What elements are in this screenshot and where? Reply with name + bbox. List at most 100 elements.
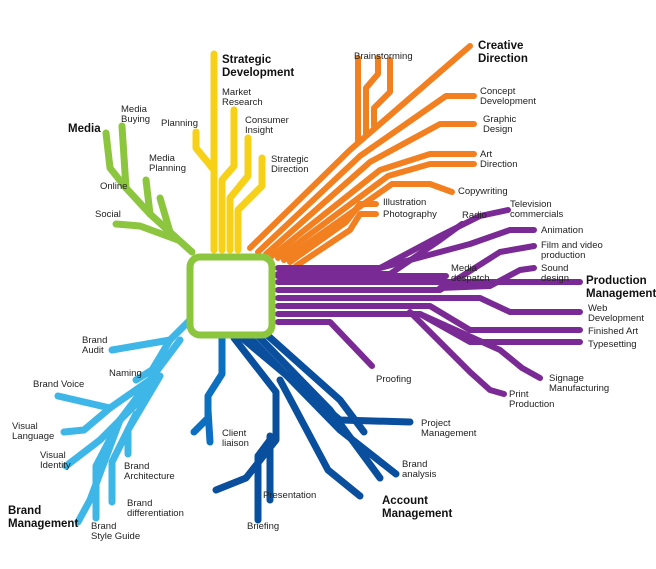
- account-brandan-line: [246, 334, 400, 478]
- label-architecture-1: Brand: [124, 461, 149, 472]
- creative-art-line: [269, 151, 477, 259]
- label-graphic-1: Graphic: [483, 114, 517, 125]
- label-print-1: Print: [509, 389, 529, 400]
- creative-brainstorm-b: [363, 55, 381, 137]
- heading-production-1: Production: [586, 275, 647, 287]
- label-tv-2: commercials: [510, 209, 564, 220]
- brand-trunk-line: [74, 336, 184, 526]
- heading-strategic-1: Strategic: [222, 54, 272, 66]
- label-market-1: Market: [222, 87, 251, 98]
- label-visual-id-2: Identity: [40, 460, 71, 471]
- label-visual-id-1: Visual: [40, 450, 66, 461]
- label-briefing: Briefing: [247, 521, 279, 532]
- heading-strategic-2: Development: [222, 67, 294, 79]
- label-media-planning-2: Planning: [149, 163, 186, 174]
- media-online-line: [156, 194, 174, 236]
- account-mgmt-line: [254, 332, 384, 482]
- label-concept-2: Development: [480, 96, 536, 107]
- label-client-1: Client: [222, 428, 247, 439]
- label-graphic-2: Design: [483, 124, 513, 135]
- label-project-2: Management: [421, 428, 477, 439]
- creative-brainstorm-c: [371, 57, 393, 129]
- account-client-line-2: [204, 406, 214, 446]
- label-style-1: Brand: [91, 521, 116, 532]
- label-diff-1: Brand: [127, 498, 152, 509]
- label-concept-1: Concept: [480, 86, 516, 97]
- production-finished-line: [275, 303, 583, 333]
- heading-account-1: Account: [382, 495, 428, 507]
- heading-account-2: Management: [382, 508, 452, 520]
- heading-brand-2: Management: [8, 518, 78, 530]
- label-presentation: Presentation: [263, 490, 316, 501]
- account-mgmt-line-2: [262, 330, 368, 436]
- production-branch: [275, 207, 583, 397]
- creative-concept-line: [255, 93, 477, 255]
- label-despatch-2: despatch: [451, 273, 490, 284]
- heading-creative-1: Creative: [478, 40, 523, 52]
- heading-brand-1: Brand: [8, 505, 41, 517]
- label-sound-1: Sound: [541, 263, 568, 274]
- label-signage-2: Manufacturing: [549, 383, 609, 394]
- brand-lang-line: [60, 404, 114, 436]
- central-hub: [186, 253, 276, 339]
- label-print-2: Production: [509, 399, 554, 410]
- production-sound-line: [437, 265, 537, 291]
- creative-photo-line: [293, 211, 379, 269]
- brand-branch: [54, 316, 194, 526]
- label-media-buying-1: Media: [121, 104, 148, 115]
- label-visual-lang-1: Visual: [12, 421, 38, 432]
- label-signage-1: Signage: [549, 373, 584, 384]
- label-proofing: Proofing: [376, 374, 411, 385]
- label-radio: Radio: [462, 210, 487, 221]
- label-art-2: Direction: [480, 159, 518, 170]
- label-diff-2: differentiation: [127, 508, 184, 519]
- creative-branch: [247, 43, 477, 269]
- label-photography: Photography: [383, 209, 437, 220]
- label-sound-2: design: [541, 273, 569, 284]
- label-brand-analysis-2: analysis: [402, 469, 437, 480]
- creative-trunk: [247, 43, 473, 251]
- label-despatch-1: Media: [451, 263, 478, 274]
- account-branch: [190, 330, 414, 524]
- label-web-1: Web: [588, 303, 607, 314]
- brand-style-line: [92, 416, 124, 522]
- production-film-line: [275, 243, 537, 293]
- strategic-direction-line: [234, 154, 266, 254]
- label-brainstorming: Brainstorming: [354, 51, 413, 62]
- creative-copy-line: [281, 181, 455, 263]
- label-copywriting: Copywriting: [458, 186, 508, 197]
- label-web-2: Development: [588, 313, 644, 324]
- label-strategic-planning: Planning: [161, 118, 198, 129]
- label-art-1: Art: [480, 149, 493, 160]
- label-media-planning-1: Media: [149, 153, 176, 164]
- creative-illus-line: [287, 201, 379, 265]
- account-brief-line: [254, 436, 274, 524]
- label-media-social: Social: [95, 209, 121, 220]
- account-client-line: [190, 334, 226, 436]
- production-web-line: [275, 295, 583, 315]
- media-branch: [102, 122, 196, 256]
- media-social-line: [112, 220, 182, 244]
- label-naming: Naming: [109, 368, 142, 379]
- production-print-line: [407, 309, 507, 397]
- label-tv-1: Television: [510, 199, 552, 210]
- label-style-2: Style Guide: [91, 531, 140, 542]
- label-market-2: Research: [222, 97, 263, 108]
- label-visual-lang-2: Language: [12, 431, 54, 442]
- creative-graphic-line: [263, 121, 477, 257]
- heading-production-2: Management: [586, 288, 656, 300]
- strategic-consumer-line: [226, 134, 252, 254]
- label-media-online: Online: [100, 181, 127, 192]
- label-film-2: production: [541, 250, 585, 261]
- brand-naming-line: [132, 336, 174, 384]
- label-typesetting: Typesetting: [588, 339, 637, 350]
- production-proof-line: [275, 319, 375, 369]
- label-project-1: Project: [421, 418, 451, 429]
- heading-creative-2: Direction: [478, 53, 528, 65]
- heading-media: Media: [68, 123, 101, 135]
- label-strat-direction-1: Strategic: [271, 154, 309, 165]
- label-illustration: Illustration: [383, 197, 426, 208]
- label-animation: Animation: [541, 225, 583, 236]
